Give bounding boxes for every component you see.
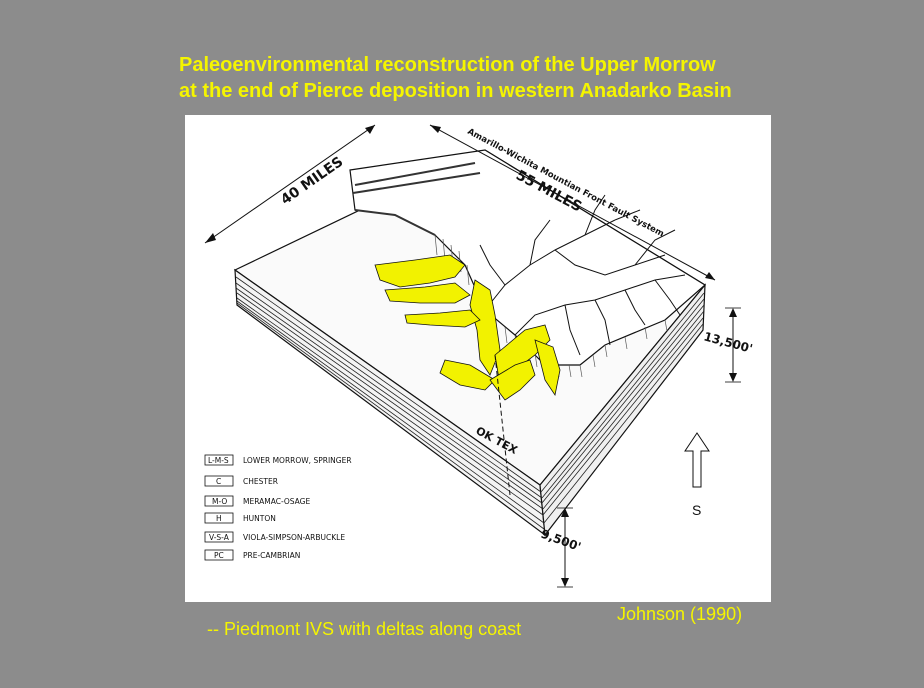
- direction-arrow: S: [684, 432, 710, 518]
- block-diagram: OK TEX 40 MILES 55 MILES Amarillo-Wichit…: [185, 115, 771, 602]
- legend: L-M-S LOWER MORROW, SPRINGER C CHESTER M…: [204, 454, 352, 561]
- width-label: 40 MILES: [278, 154, 346, 208]
- svg-text:PRE-CAMBRIAN: PRE-CAMBRIAN: [243, 551, 300, 560]
- svg-text:H: H: [216, 514, 222, 523]
- block-diagram-svg: OK TEX 40 MILES 55 MILES Amarillo-Wichit…: [204, 124, 754, 588]
- svg-text:CHESTER: CHESTER: [243, 477, 278, 486]
- svg-text:PC: PC: [214, 551, 224, 560]
- title-line-2: at the end of Pierce deposition in weste…: [179, 80, 732, 102]
- legend-item: C CHESTER: [204, 475, 278, 487]
- front-strata: [235, 276, 545, 530]
- right-strata: [540, 292, 705, 524]
- credit: Johnson (1990): [617, 604, 743, 624]
- slide-title: Paleoenvironmental reconstruction of the…: [179, 52, 899, 104]
- svg-text:C: C: [216, 477, 221, 486]
- svg-text:M-O: M-O: [212, 497, 227, 506]
- caption: -- Piedmont IVS with deltas along coast: [207, 619, 522, 639]
- legend-item: H HUNTON: [204, 512, 276, 524]
- svg-text:HUNTON: HUNTON: [243, 514, 276, 523]
- thickness-right-dimension: 13,500': [702, 307, 754, 383]
- uplift-scarp: [349, 149, 707, 378]
- sand-bodies: [374, 254, 561, 401]
- thickness-front-label: 9,500': [539, 527, 583, 554]
- svg-text:V-S-A: V-S-A: [209, 533, 230, 542]
- direction-arrow-label: S: [692, 502, 701, 518]
- svg-text:MERAMAC-OSAGE: MERAMAC-OSAGE: [243, 497, 310, 506]
- legend-item: L-M-S LOWER MORROW, SPRINGER: [204, 454, 352, 466]
- thickness-right-label: 13,500': [702, 329, 754, 355]
- svg-text:LOWER MORROW, SPRINGER: LOWER MORROW, SPRINGER: [243, 456, 352, 465]
- legend-item: M-O MERAMAC-OSAGE: [204, 495, 310, 507]
- block-right-face: [539, 283, 706, 537]
- title-line-1: Paleoenvironmental reconstruction of the…: [179, 54, 716, 76]
- svg-text:VIOLA-SIMPSON-ARBUCKLE: VIOLA-SIMPSON-ARBUCKLE: [243, 533, 345, 542]
- legend-item: V-S-A VIOLA-SIMPSON-ARBUCKLE: [204, 531, 345, 543]
- svg-text:L-M-S: L-M-S: [208, 456, 229, 465]
- legend-item: PC PRE-CAMBRIAN: [204, 549, 300, 561]
- drainage-network: [479, 194, 686, 356]
